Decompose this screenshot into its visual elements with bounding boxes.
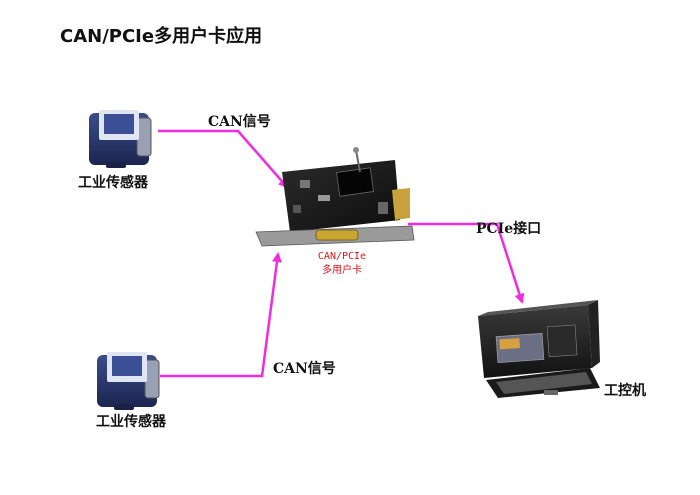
sensor-label-bottom: 工业传感器 [96, 414, 166, 430]
card-caption: CAN/PCIe 多用户卡 [304, 250, 380, 278]
page-title: CAN/PCIe多用户卡应用 [60, 26, 263, 47]
signal-label-bottom: CAN信号 [273, 361, 336, 377]
industrial-sensor-top [89, 110, 152, 168]
computer-label: 工控机 [604, 383, 646, 399]
connection-line-pcie [408, 222, 525, 304]
industrial-computer [478, 300, 600, 398]
card-caption-line1: CAN/PCIe [317, 251, 367, 262]
connection-line-top [158, 129, 289, 189]
card-caption-line2: 多用户卡 [322, 265, 362, 276]
pcie-interface-label: PCIe接口 [476, 221, 542, 237]
can-pcie-card [255, 147, 415, 247]
sensor-label-top: 工业传感器 [78, 175, 148, 191]
industrial-sensor-bottom [97, 352, 160, 410]
connection-line-bottom [160, 252, 282, 378]
signal-label-top: CAN信号 [208, 114, 271, 130]
